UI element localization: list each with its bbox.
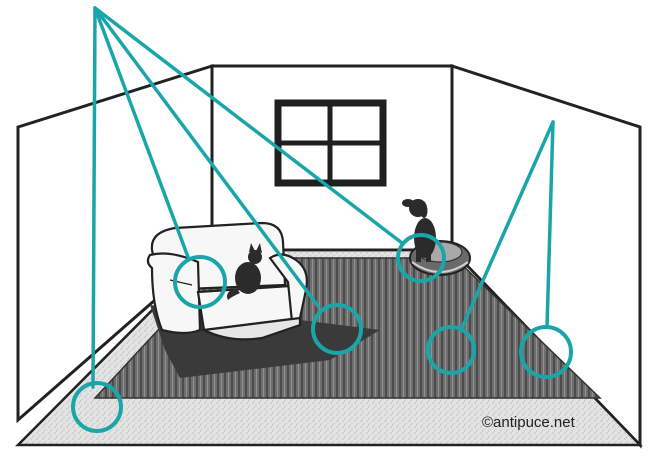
armchair-icon <box>146 221 308 341</box>
highlight-under-chair <box>311 303 363 355</box>
highlight-floor-edge <box>519 325 573 379</box>
pointer-line-armchair <box>93 6 190 259</box>
highlight-armchair <box>173 255 227 309</box>
highlight-carpet <box>71 381 123 433</box>
highlight-floorboards <box>426 325 476 375</box>
pointer-line-floor-under-chair <box>93 6 320 308</box>
pointer-line-floorboards <box>460 120 555 330</box>
window-icon <box>274 99 387 187</box>
dog-icon <box>402 199 436 262</box>
cat-icon <box>227 243 262 300</box>
highlight-circles <box>71 233 573 433</box>
pointer-line-carpet <box>91 6 97 389</box>
highlight-pet-bed <box>396 233 446 283</box>
copyright-credit: ©antipuce.net <box>482 414 575 431</box>
pointer-lines <box>91 6 555 389</box>
pointer-line-pet-bed <box>93 6 404 245</box>
pointer-line-floor-edge <box>545 120 555 329</box>
